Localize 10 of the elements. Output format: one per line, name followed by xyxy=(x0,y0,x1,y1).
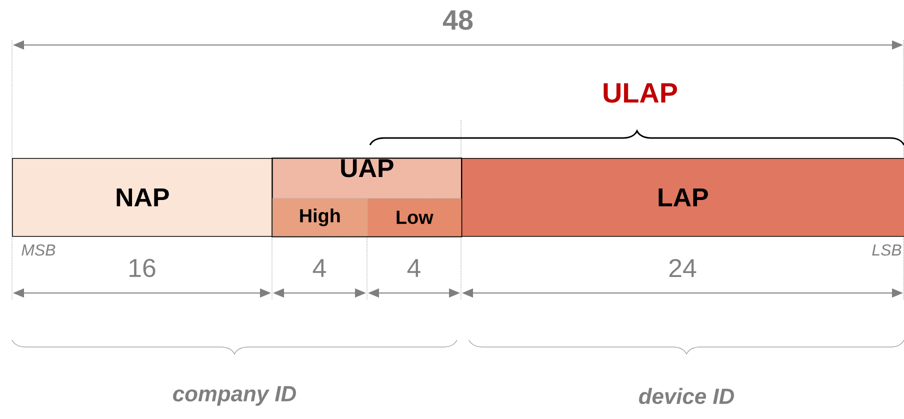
field-box: LAP xyxy=(461,158,904,237)
group-label: company ID xyxy=(173,386,296,406)
dimension-value: 4 xyxy=(407,259,420,277)
field-box: NAP xyxy=(12,158,273,237)
field-label: ULAP xyxy=(604,83,678,103)
group-label: device ID xyxy=(639,388,734,404)
field-box: Low xyxy=(367,198,462,237)
dimension-value: 4 xyxy=(312,259,326,277)
dimension-value: 48 xyxy=(442,10,473,30)
field-box: High xyxy=(272,198,368,237)
